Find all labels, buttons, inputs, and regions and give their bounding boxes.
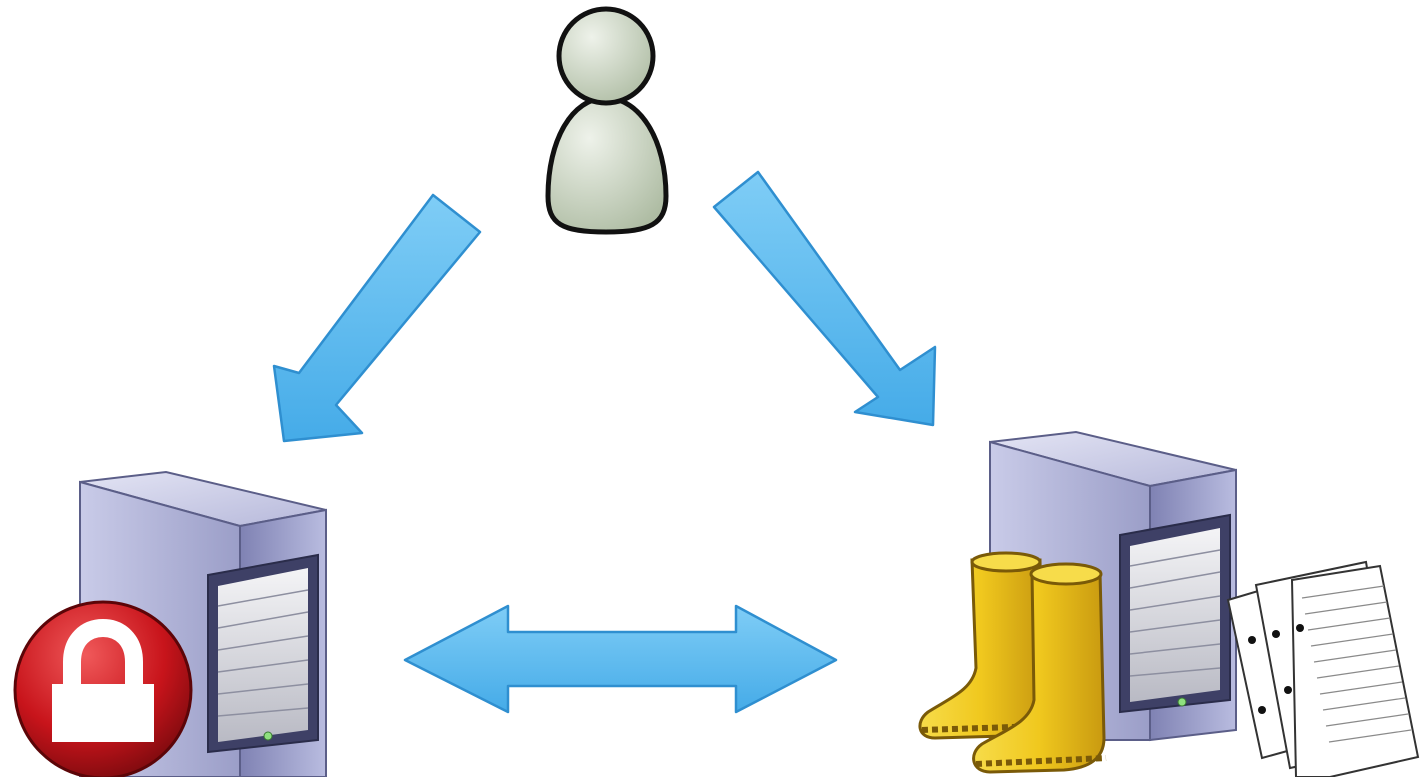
arrow-user-to-auth-server bbox=[272, 193, 482, 443]
screen-lines bbox=[1129, 549, 1221, 677]
server-screen bbox=[1130, 528, 1220, 702]
boot-front bbox=[972, 562, 1107, 774]
punch-holes bbox=[1248, 624, 1304, 714]
user-body bbox=[545, 95, 669, 235]
lock-icon bbox=[13, 600, 193, 777]
boots-icon bbox=[918, 551, 1107, 774]
document-lines bbox=[1301, 585, 1412, 743]
lock-body bbox=[52, 684, 154, 742]
server-screen bbox=[218, 568, 308, 742]
arrow-shape bbox=[272, 193, 482, 443]
user-head bbox=[556, 6, 656, 106]
user-icon bbox=[545, 6, 669, 235]
resource-server bbox=[918, 430, 1420, 777]
documents-icon bbox=[1226, 560, 1420, 777]
lock-shackle bbox=[63, 618, 143, 690]
arrow-user-to-resource-server bbox=[712, 170, 937, 427]
power-led bbox=[263, 731, 273, 741]
screen-lines bbox=[217, 589, 309, 717]
auth-server bbox=[13, 470, 327, 777]
document-front bbox=[1290, 564, 1420, 777]
boot-back bbox=[918, 551, 1045, 740]
arrow-between-servers bbox=[403, 604, 838, 714]
double-arrow-shape bbox=[403, 604, 838, 714]
arrow-shape bbox=[712, 170, 937, 427]
power-led bbox=[1177, 697, 1187, 707]
